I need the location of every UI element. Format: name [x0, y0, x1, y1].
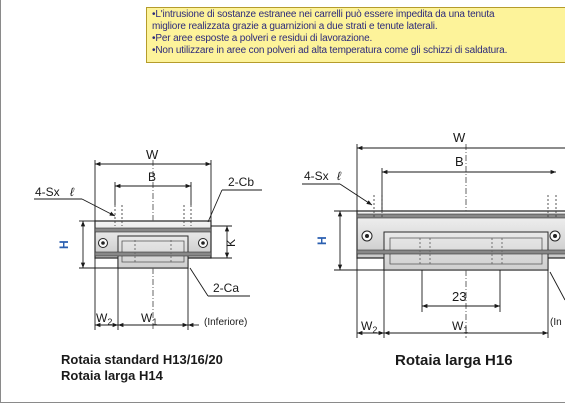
left-dim-w2: W2 — [96, 311, 112, 327]
left-dim-w1: W1 — [141, 311, 157, 327]
notes-box: •L'intrusione di sostanze estranee nei c… — [146, 7, 565, 63]
right-labels: W B 4-Sx ℓ H 23 (In W2 W1 — [304, 130, 562, 335]
left-labels: W B 4-Sx ℓ 2-Cb K H 2-Ca (Inferiore) W2 … — [35, 147, 254, 328]
right-dim-h: H — [315, 236, 329, 245]
left-caption-line1: Rotaia standard H13/16/20 — [61, 352, 223, 367]
left-chamfer-top: 2-Cb — [228, 175, 254, 189]
left-diagram — [34, 160, 262, 330]
left-caption-line2: Rotaia larga H14 — [61, 368, 163, 383]
right-bottom-note: (In — [550, 317, 562, 328]
right-holes-suffix: ℓ — [337, 169, 342, 183]
left-holes-suffix: ℓ — [70, 185, 75, 199]
right-dim-23: 23 — [452, 289, 466, 304]
right-dim-w1: W1 — [452, 319, 468, 335]
left-bottom-note: (Inferiore) — [204, 317, 247, 328]
right-holes-label: 4-Sx — [304, 169, 329, 183]
left-holes-label: 4-Sx — [35, 185, 60, 199]
right-dim-w2: W2 — [361, 319, 377, 335]
left-chamfer-bottom: 2-Ca — [213, 281, 239, 295]
left-dim-w: W — [146, 147, 159, 162]
note-line: migliore realizzata grazie a guarnizioni… — [152, 21, 438, 32]
right-caption: Rotaia larga H16 — [395, 352, 513, 369]
left-dim-b: B — [148, 170, 156, 184]
note-line: •L'intrusione di sostanze estranee nei c… — [152, 9, 495, 20]
right-dim-w: W — [453, 130, 466, 145]
left-caption: Rotaia standard H13/16/20 Rotaia larga H… — [61, 352, 223, 384]
left-dim-k: K — [224, 239, 238, 247]
right-diagram — [302, 144, 565, 338]
left-dim-h: H — [57, 240, 71, 249]
note-line: •Per aree esposte a polveri e residui di… — [152, 33, 373, 44]
note-line: •Non utilizzare in aree con polveri ad a… — [152, 45, 508, 56]
right-dim-b: B — [455, 154, 464, 169]
